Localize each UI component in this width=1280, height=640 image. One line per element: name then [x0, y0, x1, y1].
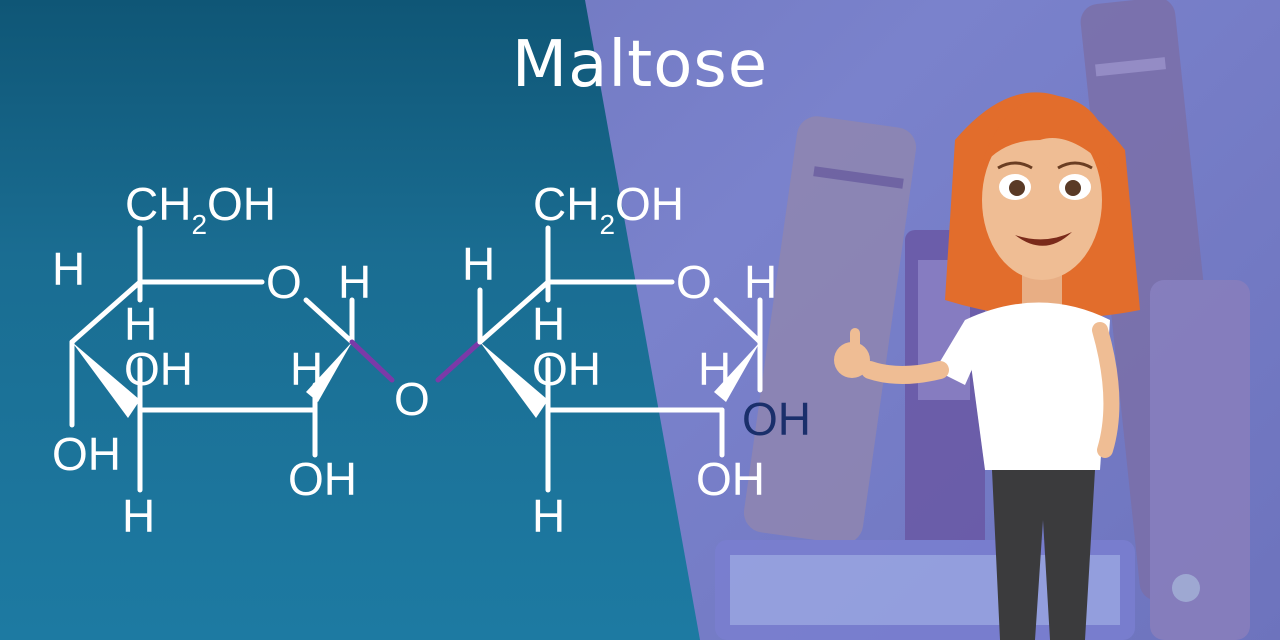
bridge-oxygen: O [394, 373, 430, 425]
ring2-h-c3: H [532, 490, 565, 542]
ring2-h-c4: H [462, 238, 495, 290]
ring2-oh-anomeric: OH [742, 393, 811, 445]
ring2-ch2oh-label: CH2OH [533, 178, 684, 240]
ring2-bonds [477, 225, 763, 493]
ring1-h-c4: H [52, 243, 85, 295]
ring1-h-c1: H [338, 256, 371, 308]
ring2-wedge-right [714, 342, 760, 402]
ring1-oh-c3: OH [124, 343, 193, 395]
ring1-ch2oh-label: CH2OH [125, 178, 276, 240]
ring1-wedge-right [306, 342, 352, 402]
ring2-oh-c3: OH [532, 343, 601, 395]
ring1-h-c2: H [290, 343, 323, 395]
ring1-bonds [69, 225, 355, 493]
ring2-wedge-left [480, 342, 548, 418]
ring2-h-c1: H [744, 256, 777, 308]
ring2-oh-c2: OH [696, 453, 765, 505]
ring1-oh-c4: OH [52, 428, 121, 480]
ring1-oh-c2: OH [288, 453, 357, 505]
ring1-h-c3: H [122, 490, 155, 542]
ring2-h-c5: H [532, 298, 565, 350]
ring1-wedge-left [72, 342, 140, 418]
glycosidic-bond [349, 339, 483, 383]
ring1-h-c5: H [124, 298, 157, 350]
ring2-h-c2: H [698, 343, 731, 395]
ring2-oxygen: O [676, 256, 712, 308]
page-title: Maltose [511, 28, 769, 102]
ring1-oxygen: O [266, 256, 302, 308]
teacher-character [834, 92, 1140, 640]
